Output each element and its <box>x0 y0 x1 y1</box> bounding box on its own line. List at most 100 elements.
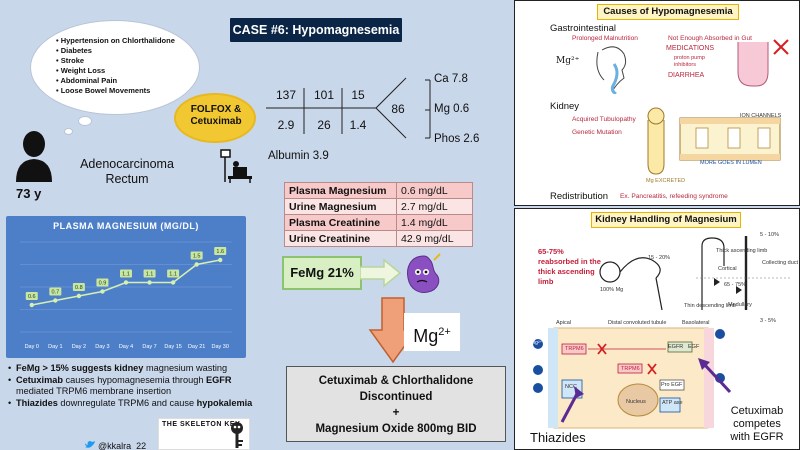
summary-item: Thiazides downregulate TRPM6 and cause h… <box>8 398 264 410</box>
egf-label: EGF <box>688 344 700 350</box>
table-cell-label: Urine Creatinine <box>284 230 397 247</box>
atpase-label: ATP ase <box>662 400 683 406</box>
chart-data-label: 1.1 <box>169 272 177 278</box>
diagnosis: Adenocarcinoma Rectum <box>72 157 182 187</box>
chart-data-label: 0.6 <box>28 294 36 300</box>
tubule-sketch-icon <box>647 107 781 175</box>
trpm6-label: TRPM6 <box>621 366 640 372</box>
history-item: Loose Bowel Movements <box>56 86 175 96</box>
plan-line: + <box>392 407 400 419</box>
lab-fishbone-lines <box>266 77 431 139</box>
intestine-sketch-icon <box>737 39 789 87</box>
history-list: Hypertension on Chlorthalidone Diabetes … <box>56 36 175 96</box>
treatment-badge <box>176 95 254 141</box>
chart-tick-label: Day 30 <box>212 344 229 350</box>
kidney-character-icon <box>407 253 441 293</box>
lab-potassium: 2.9 <box>277 118 295 132</box>
treatment-text: FOLFOX & Cetuximab <box>182 104 250 128</box>
person-icon <box>16 131 52 182</box>
chart-data-label-bg <box>167 269 180 278</box>
chart-data-label-bg <box>143 269 156 278</box>
treatment-plan: Cetuximab & Chlorthalidone Discontinued … <box>286 366 506 442</box>
chart-tick-label: Day 0 <box>25 344 39 350</box>
chemo-infusion-icon <box>220 149 252 183</box>
chart-data-label: 1.1 <box>146 272 154 278</box>
redistribution-heading: Redistribution <box>550 191 609 202</box>
lab-creatinine: 1.4 <box>349 118 367 132</box>
chart-point <box>29 302 34 308</box>
thiazides-label: Thiazides <box>530 430 586 445</box>
history-item: Stroke <box>56 56 175 66</box>
chart-tick-label: Day 15 <box>164 344 181 350</box>
chart-tick-label: Day 21 <box>188 344 205 350</box>
kidney-lumen: MORE GOES IN LUMEN <box>700 160 762 166</box>
chart-data-label-bg <box>72 283 85 291</box>
gi-meds-sub: proton pump <box>674 55 705 61</box>
cetuximab-note-line: Cetuximab <box>730 405 784 417</box>
twitter-handle[interactable]: @kkalra_22 <box>98 441 147 450</box>
lab-phosphorus: Phos 2.6 <box>434 133 480 145</box>
summary-item: FeMg > 15% suggests kidney magnesium was… <box>8 363 264 375</box>
lab-bun: 15 <box>351 88 365 102</box>
chart-point <box>100 289 105 294</box>
lab-calcium: Ca 7.8 <box>434 73 468 85</box>
cortical-label: Cortical <box>718 266 737 272</box>
chart-data-label-bg <box>25 292 38 300</box>
summary-text: downregulate TRPM6 and cause <box>57 397 197 408</box>
case-title: CASE #6: Hypomagnesemia <box>230 18 402 42</box>
gi-mg-ion: Mg²⁺ <box>556 56 580 66</box>
chart-data-label: 0.7 <box>52 290 60 296</box>
femg-box: FeMg 21% <box>282 256 362 290</box>
chart-data-label: 0.8 <box>75 285 83 291</box>
lab-albumin: Albumin 3.9 <box>268 150 329 162</box>
mg-charge: 2+ <box>438 326 451 338</box>
lab-sodium: 137 <box>275 88 297 102</box>
table-cell-value: 0.6 mg/dL <box>396 182 473 199</box>
dct-label: Distal convoluted tubule <box>608 320 667 326</box>
patient-age: 73 y <box>16 186 42 201</box>
skeleton-key-icon <box>231 422 243 448</box>
twitter-bird-icon <box>85 441 95 448</box>
basolateral-label: Basolateral <box>682 320 710 326</box>
summary-lead: FeMg > 15% suggests <box>16 363 115 373</box>
chart-data-label-bg <box>49 287 62 296</box>
table-cell-value: 42.9 mg/dL <box>396 230 473 247</box>
gi-item: Prolonged Malnutrition <box>572 35 638 42</box>
table-cell-label: Plasma Creatinine <box>284 214 397 231</box>
kidney-handling-title: Kidney Handling of Magnesium <box>591 212 741 228</box>
summary-list: FeMg > 15% suggests kidney magnesium was… <box>8 363 264 409</box>
chart-data-label-bg <box>214 247 227 255</box>
plan-line: Cetuximab & Chlorthalidone <box>318 375 474 387</box>
kidney-channels: ION CHANNELS <box>740 113 782 119</box>
summary-text: mediated TRPM6 membrane insertion <box>16 386 172 396</box>
lab-chloride: 101 <box>313 88 335 102</box>
gi-meds-sub: inhibitors <box>674 62 697 68</box>
egfr-label: EGFR <box>668 344 684 350</box>
apical-label: Apical <box>556 320 571 326</box>
lab-glucose: 86 <box>391 102 405 116</box>
pt-percent: 15 - 20% <box>648 255 671 261</box>
thiazide-arrow-icon <box>560 386 584 423</box>
table-cell-value: 2.7 mg/dL <box>396 198 473 215</box>
magnesium-ion-label: Mg2+ <box>404 313 460 351</box>
summary-lead: Thiazides <box>16 397 58 408</box>
gi-meds: MEDICATIONS <box>666 45 715 52</box>
chart-data-label: 0.9 <box>99 281 107 287</box>
summary-item: Cetuximab causes hypomagnesemia through … <box>8 375 264 398</box>
plan-line: Discontinued <box>359 391 433 403</box>
chart-point <box>218 257 223 263</box>
chart-data-label-bg <box>190 251 203 260</box>
causes-title: Causes of Hypomagnesemia <box>597 4 739 20</box>
collecting-label: Collecting duct <box>762 260 799 266</box>
chart-point <box>76 293 82 299</box>
reabsorption-note: 65-75% reabsorbed in the thick ascending… <box>538 247 601 286</box>
summary-text: magnesium wasting <box>143 363 228 373</box>
table-cell-label: Plasma Magnesium <box>284 182 397 199</box>
face-sketch-icon <box>596 46 627 94</box>
lab-magnesium: Mg 0.6 <box>434 103 470 115</box>
treatment-line: Cetuximab <box>190 116 242 127</box>
